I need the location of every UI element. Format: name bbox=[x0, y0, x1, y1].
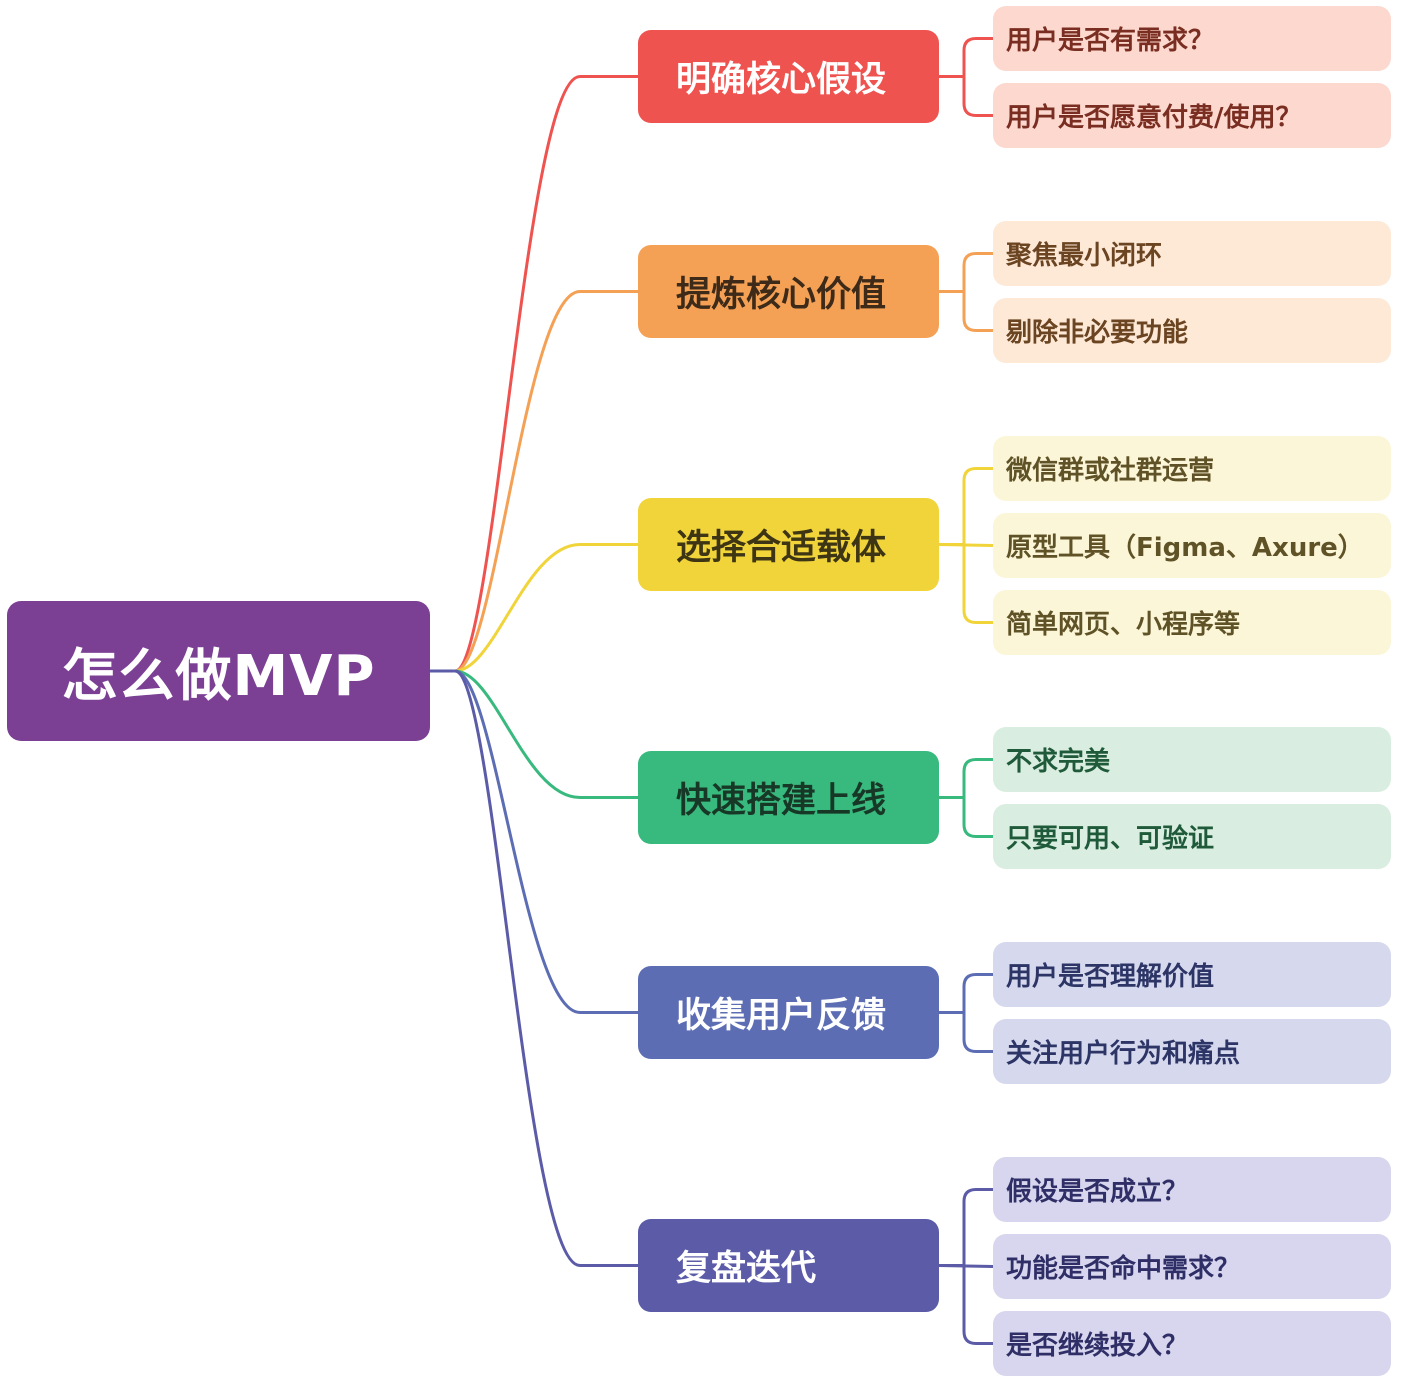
branch-label: 明确核心假设 bbox=[676, 60, 887, 100]
leaf-label: 微信群或社群运营 bbox=[1006, 456, 1215, 486]
branch-node-2[interactable]: 选择合适载体 bbox=[638, 498, 939, 591]
leaf-node-2-2[interactable]: 简单网页、小程序等 bbox=[993, 590, 1391, 655]
leaf-connector-4-1 bbox=[937, 1011, 995, 1053]
leaf-connector-3-1 bbox=[937, 796, 995, 838]
branch-connector-5 bbox=[453, 669, 640, 1267]
leaf-label: 聚焦最小闭环 bbox=[1006, 241, 1163, 271]
leaf-connector-5-2 bbox=[937, 1264, 995, 1345]
leaf-node-2-1[interactable]: 原型工具（Figma、Axure） bbox=[993, 513, 1391, 578]
leaf-label: 是否继续投入？ bbox=[1006, 1331, 1189, 1361]
leaf-label: 用户是否有需求？ bbox=[1006, 26, 1215, 56]
leaf-node-3-0[interactable]: 不求完美 bbox=[993, 727, 1391, 792]
leaf-node-2-0[interactable]: 微信群或社群运营 bbox=[993, 436, 1391, 501]
branch-connector-1 bbox=[453, 290, 640, 673]
leaf-label: 不求完美 bbox=[1006, 747, 1111, 777]
leaf-node-1-0[interactable]: 聚焦最小闭环 bbox=[993, 221, 1391, 286]
leaf-node-0-1[interactable]: 用户是否愿意付费/使用？ bbox=[993, 83, 1391, 148]
branch-label: 复盘迭代 bbox=[676, 1249, 817, 1289]
leaf-node-4-1[interactable]: 关注用户行为和痛点 bbox=[993, 1019, 1391, 1084]
branch-connector-0 bbox=[453, 75, 640, 673]
leaf-node-4-0[interactable]: 用户是否理解价值 bbox=[993, 942, 1391, 1007]
branch-label: 选择合适载体 bbox=[676, 528, 887, 568]
branch-node-1[interactable]: 提炼核心价值 bbox=[638, 245, 939, 338]
leaf-connector-1-1 bbox=[937, 290, 995, 332]
leaf-label: 剔除非必要功能 bbox=[1006, 318, 1189, 348]
leaf-connector-4-0 bbox=[937, 973, 995, 1014]
leaf-label: 关注用户行为和痛点 bbox=[1006, 1039, 1241, 1069]
branch-node-0[interactable]: 明确核心假设 bbox=[638, 30, 939, 123]
leaf-node-3-1[interactable]: 只要可用、可验证 bbox=[993, 804, 1391, 869]
root-node[interactable]: 怎么做MVP bbox=[7, 601, 430, 741]
branch-node-5[interactable]: 复盘迭代 bbox=[638, 1219, 939, 1312]
leaf-connector-5-0 bbox=[937, 1188, 995, 1267]
leaf-node-5-2[interactable]: 是否继续投入？ bbox=[993, 1311, 1391, 1376]
leaf-connector-3-0 bbox=[937, 758, 995, 799]
branch-label: 快速搭建上线 bbox=[676, 781, 887, 821]
leaf-connector-1-0 bbox=[937, 252, 995, 293]
branch-connector-2 bbox=[453, 543, 640, 673]
root-label: 怎么做MVP bbox=[61, 643, 376, 709]
leaf-label: 功能是否命中需求？ bbox=[1006, 1254, 1241, 1284]
leaf-node-0-0[interactable]: 用户是否有需求？ bbox=[993, 6, 1391, 71]
leaf-label: 假设是否成立？ bbox=[1006, 1177, 1189, 1207]
leaf-label: 原型工具（Figma、Axure） bbox=[1006, 533, 1364, 563]
leaf-node-5-1[interactable]: 功能是否命中需求？ bbox=[993, 1234, 1391, 1299]
leaf-connector-2-0 bbox=[937, 467, 995, 546]
leaf-node-5-0[interactable]: 假设是否成立？ bbox=[993, 1157, 1391, 1222]
leaf-node-1-1[interactable]: 剔除非必要功能 bbox=[993, 298, 1391, 363]
leaf-connector-0-1 bbox=[937, 75, 995, 117]
branch-connector-3 bbox=[453, 669, 640, 799]
branch-node-3[interactable]: 快速搭建上线 bbox=[638, 751, 939, 844]
leaf-connector-2-2 bbox=[937, 543, 995, 624]
branch-connector-4 bbox=[453, 669, 640, 1014]
leaf-label: 用户是否愿意付费/使用？ bbox=[1006, 103, 1302, 133]
leaf-label: 简单网页、小程序等 bbox=[1006, 610, 1241, 640]
leaf-label: 只要可用、可验证 bbox=[1006, 824, 1215, 854]
leaf-label: 用户是否理解价值 bbox=[1006, 962, 1215, 992]
branch-node-4[interactable]: 收集用户反馈 bbox=[638, 966, 939, 1059]
branch-label: 收集用户反馈 bbox=[676, 996, 887, 1036]
branch-label: 提炼核心价值 bbox=[676, 275, 887, 315]
leaf-connector-0-0 bbox=[937, 37, 995, 78]
